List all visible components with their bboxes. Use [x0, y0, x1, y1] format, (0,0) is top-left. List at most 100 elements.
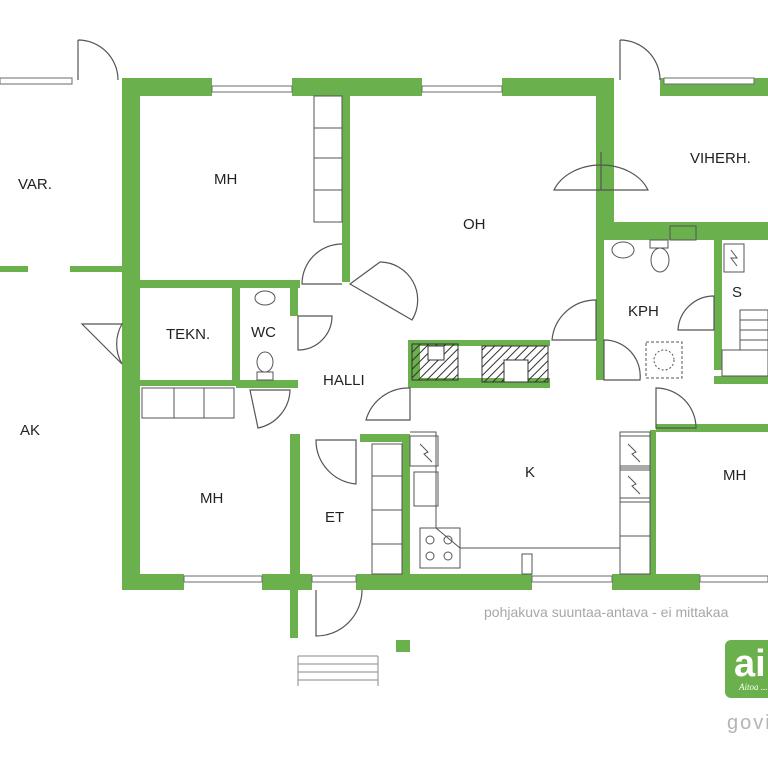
- door-k: [365, 387, 411, 421]
- room-labels: VAR. MH OH VIHERH. TEKN. WC HALLI KPH S …: [18, 150, 751, 526]
- appliance-mh-right-2: [619, 467, 651, 499]
- wall-et-top: [360, 434, 410, 442]
- door-mh-top: [301, 243, 343, 285]
- kitchen-counter: [410, 431, 620, 549]
- disclaimer-note: pohjakuva suuntaa-antava - ei mittakaa: [484, 604, 729, 620]
- label-kph: KPH: [628, 303, 659, 320]
- wall-wc-bottom: [236, 380, 298, 388]
- wall-top-1: [122, 78, 212, 96]
- walls: [0, 78, 768, 652]
- wc-sink: [254, 290, 276, 306]
- label-mh-left: MH: [200, 490, 223, 507]
- windows: [0, 77, 768, 583]
- wardrobe-et: [371, 443, 403, 575]
- window-oh-top: [421, 85, 503, 93]
- fireplaces: [411, 343, 549, 383]
- brand-name: govi: [727, 712, 768, 734]
- kph-cabinet: [669, 225, 697, 241]
- wall-mh-bottom: [140, 280, 300, 288]
- kph-sink: [611, 241, 635, 259]
- label-k: K: [525, 464, 535, 481]
- door-mh-right: [655, 387, 697, 429]
- door-oh-right: [551, 299, 597, 341]
- door-kph: [603, 339, 641, 381]
- door-halli-et: [315, 439, 357, 485]
- door-tekn: [80, 323, 124, 365]
- wall-left: [122, 78, 140, 590]
- label-viherh: VIHERH.: [690, 150, 751, 167]
- wall-s-bottom: [714, 376, 768, 384]
- wall-var-stub-2: [70, 266, 122, 272]
- wall-mh-right-top: [656, 424, 768, 432]
- sauna-stove: [723, 243, 745, 273]
- wall-top-3: [502, 78, 614, 96]
- wall-top-2: [292, 78, 422, 96]
- wc-toilet: [256, 351, 274, 373]
- door-halli-left: [249, 389, 291, 429]
- electric-symbol-k: [419, 443, 433, 463]
- label-mh-right: MH: [723, 467, 746, 484]
- wall-kph-left: [596, 240, 604, 380]
- door-viherh-oh: [553, 152, 649, 191]
- appliance-mh-right-1: [619, 435, 651, 467]
- wall-tekn-bottom: [140, 380, 240, 386]
- window-mh-left: [183, 575, 263, 583]
- wall-bottom-1: [122, 574, 184, 590]
- doors: [77, 39, 715, 637]
- door-viherh-ext: [619, 39, 661, 81]
- logo: ai Aitoa ...: [725, 640, 768, 698]
- window-mh-right: [699, 575, 768, 583]
- wall-k-left: [402, 434, 410, 574]
- kitchen-appliance: [409, 435, 439, 467]
- label-mh-top: MH: [214, 171, 237, 188]
- electric-symbol-mh-1: [627, 443, 641, 463]
- wall-mh-oh: [342, 96, 350, 282]
- wall-et-left: [290, 434, 300, 574]
- logo-text: ai: [734, 643, 766, 685]
- wall-kph-top: [596, 222, 768, 240]
- door-oh: [348, 261, 419, 321]
- wall-s-left: [714, 240, 722, 370]
- window-var: [0, 77, 73, 85]
- wardrobe-mh-top: [313, 95, 343, 223]
- wardrobe-mh-left: [141, 387, 235, 419]
- wall-bottom-4: [612, 574, 700, 590]
- window-et: [311, 575, 357, 583]
- wardrobe-mh-right: [619, 431, 651, 575]
- wall-bottom-3: [356, 574, 532, 590]
- wall-wc-right: [290, 288, 298, 316]
- label-ak: AK: [20, 422, 40, 439]
- label-halli: HALLI: [323, 372, 365, 389]
- wall-var-stub-1: [0, 266, 28, 272]
- wall-stoop-post: [396, 640, 410, 652]
- label-oh: OH: [463, 216, 486, 233]
- wall-k-oh: [408, 378, 550, 388]
- window-mh-top: [211, 85, 293, 93]
- label-tekn: TEKN.: [166, 326, 210, 343]
- wall-mh-right-left: [650, 430, 656, 574]
- electric-symbol-mh-2: [627, 475, 641, 495]
- label-wc: WC: [251, 324, 276, 341]
- wall-k-oh-top: [408, 340, 550, 346]
- logo-tagline: Aitoa ...: [739, 682, 768, 692]
- door-var: [77, 39, 119, 81]
- door-et-ext: [315, 589, 363, 637]
- fixtures: [141, 95, 768, 575]
- window-viherh: [663, 77, 755, 85]
- kitchen-sink: [413, 471, 439, 507]
- kph-shower: [645, 341, 683, 379]
- stoop: [297, 655, 379, 686]
- wall-tekn-wc: [232, 288, 240, 384]
- kitchen-end-unit: [521, 553, 533, 575]
- label-et: ET: [325, 509, 344, 526]
- wall-stoop-left: [290, 590, 298, 638]
- label-var: VAR.: [18, 176, 52, 193]
- door-s: [677, 295, 715, 331]
- label-s: S: [732, 284, 742, 301]
- wall-oh-right: [596, 78, 614, 224]
- sauna-lower-bench: [721, 349, 768, 377]
- window-k: [531, 575, 613, 583]
- wall-bottom-2: [262, 574, 312, 590]
